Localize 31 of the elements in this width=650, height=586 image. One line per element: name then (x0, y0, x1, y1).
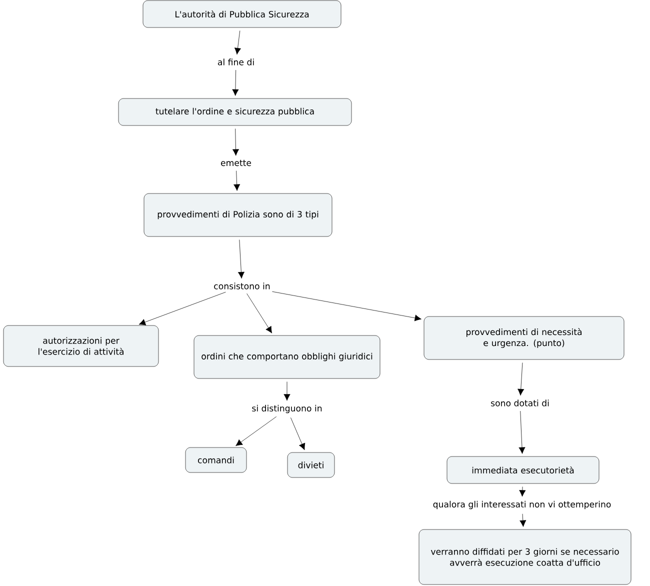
arrow (290, 417, 306, 450)
concept-box: verranno diffidati per 3 giorni se necessario avverrà esecuzione coatta d'ufficio (418, 529, 632, 585)
arrow (232, 70, 239, 96)
linking-phrase: si distinguono in (250, 403, 324, 415)
arrow (518, 362, 524, 396)
linking-phrase: qualora gli interessati non vi ottemperino (431, 499, 613, 511)
arrow (234, 30, 241, 55)
concept-box: immediata esecutorietà (446, 456, 600, 484)
concept-box: divieti (287, 452, 335, 478)
concept-box: tutelare l'ordine e sicurezza pubblica (118, 98, 352, 126)
arrow (284, 382, 290, 401)
arrow (246, 293, 272, 334)
arrow (272, 291, 422, 322)
arrow (518, 410, 526, 454)
arrow (138, 292, 226, 326)
concept-box: ordini che comportano obblighi giuridici (194, 335, 380, 379)
arrow (520, 514, 526, 527)
arrow (519, 486, 526, 497)
linking-phrase: sono dotati di (489, 398, 551, 408)
arrow (234, 170, 240, 191)
arrow (238, 240, 244, 279)
concept-box: provvedimenti di Polizia sono di 3 tipi (144, 193, 332, 237)
concept-box: autorizzazioni per l'esercizio di attività (3, 325, 159, 367)
concept-box: L'autorità di Pubblica Sicurezza (142, 0, 342, 28)
linking-phrase: emette (219, 158, 253, 168)
linking-phrase: al fine di (216, 57, 256, 67)
arrow (232, 128, 240, 156)
concept-box: provvedimenti di necessità e urgenza. (punto) (424, 316, 624, 360)
concept-box: comandi (185, 447, 247, 473)
arrow (236, 416, 277, 446)
linking-phrase: consistono in (212, 281, 272, 291)
